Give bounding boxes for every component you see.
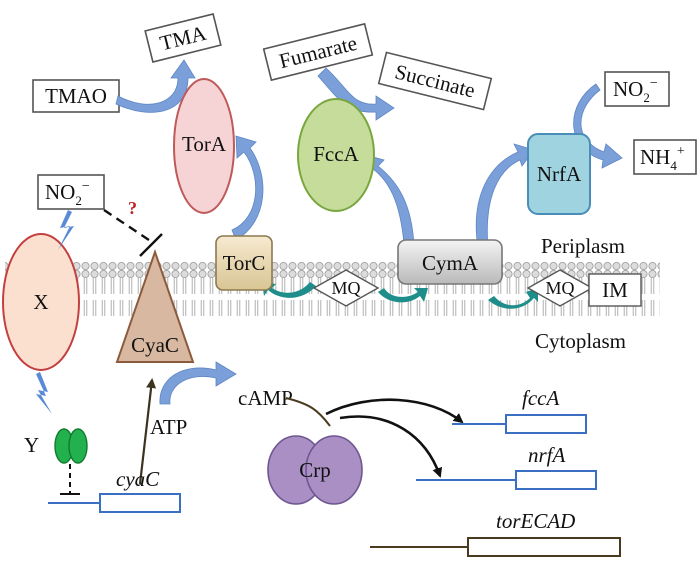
tora-protein: TorA — [173, 78, 235, 214]
atp-label: ATP — [150, 415, 187, 439]
mq-label-left: MQ — [331, 278, 360, 298]
tmao-box: TMAO — [32, 79, 120, 113]
no2-to-x-lightning — [58, 210, 74, 250]
teal-arrow-3 — [488, 288, 538, 309]
crp-protein: Crp — [267, 435, 363, 505]
nrfa-gene: nrfA — [416, 443, 597, 490]
teal-flow-arrows — [262, 282, 538, 309]
fcca-label: FccA — [313, 142, 359, 166]
no2-cyac-dashed-inhibition — [103, 209, 153, 243]
fcca-gene-label: fccA — [522, 386, 559, 410]
cyac-gene-label: cyaC — [116, 467, 160, 491]
y-label: Y — [24, 433, 39, 457]
periplasm-label: Periplasm — [541, 234, 625, 258]
tora-label: TorA — [182, 132, 227, 156]
nrfa-gene-label: nrfA — [528, 443, 566, 467]
no2-left-box: NO2− — [37, 174, 105, 210]
cytoplasm-label: Cytoplasm — [535, 329, 626, 353]
torecad-gene: torECAD — [370, 509, 621, 557]
atp-to-camp-arrow — [159, 361, 237, 405]
nrfa-protein: NrfA — [527, 133, 591, 215]
no2-left-label: NO2− — [45, 179, 90, 208]
cyac-gene: cyaC — [48, 467, 181, 513]
succinate-box: Succinate — [377, 51, 493, 111]
fcca-protein: FccA — [297, 98, 375, 212]
crp-to-fcca-arrow — [325, 398, 464, 424]
teal-arrow-2 — [378, 288, 428, 303]
fumarate-box: Fumarate — [262, 22, 374, 82]
torc-to-tora-arrow — [231, 135, 264, 241]
torecad-gene-label: torECAD — [496, 509, 575, 533]
cyac-label: CyaC — [131, 333, 179, 357]
camp-crp-curve — [285, 397, 331, 427]
cyma-protein: CymA — [397, 239, 503, 285]
tmao-label: TMAO — [45, 84, 107, 108]
cyma-label: CymA — [422, 251, 479, 275]
cyac-protein: CyaC — [115, 248, 195, 363]
x-label: X — [33, 290, 48, 314]
mq-diamond-left: MQ — [312, 269, 380, 307]
mq-diamond-right: MQ — [526, 269, 594, 307]
mq-label-right: MQ — [545, 278, 574, 298]
x-protein: X — [2, 233, 80, 371]
x-to-y-lightning — [36, 372, 52, 414]
tma-box: TMA — [144, 13, 222, 63]
crp-label: Crp — [299, 458, 331, 482]
nh4-box: NH4+ — [633, 139, 697, 175]
torc-label: TorC — [223, 251, 266, 275]
cyma-to-nrfa-arrow — [475, 143, 535, 249]
nh4-label: NH4+ — [640, 144, 685, 173]
fumarate-to-succinate-arrow — [317, 67, 395, 121]
no2-top-box: NO2− — [604, 71, 670, 107]
question-mark: ? — [128, 198, 137, 218]
teal-arrow-1 — [262, 282, 316, 298]
im-box: IM — [588, 273, 642, 307]
torc-protein: TorC — [215, 235, 273, 291]
cyac-gene-to-protein-arrow — [138, 378, 157, 485]
inhibition-bar — [139, 233, 163, 257]
fcca-gene: fccA — [452, 386, 587, 434]
im-label: IM — [602, 278, 628, 302]
nrfa-label: NrfA — [537, 162, 582, 186]
camp-label: cAMP — [238, 386, 293, 410]
no2-top-label: NO2− — [613, 76, 658, 105]
y-protein: Y — [24, 428, 88, 464]
crp-to-nrfa-arrow — [339, 415, 443, 478]
tmao-to-tma-arrow — [115, 59, 196, 113]
